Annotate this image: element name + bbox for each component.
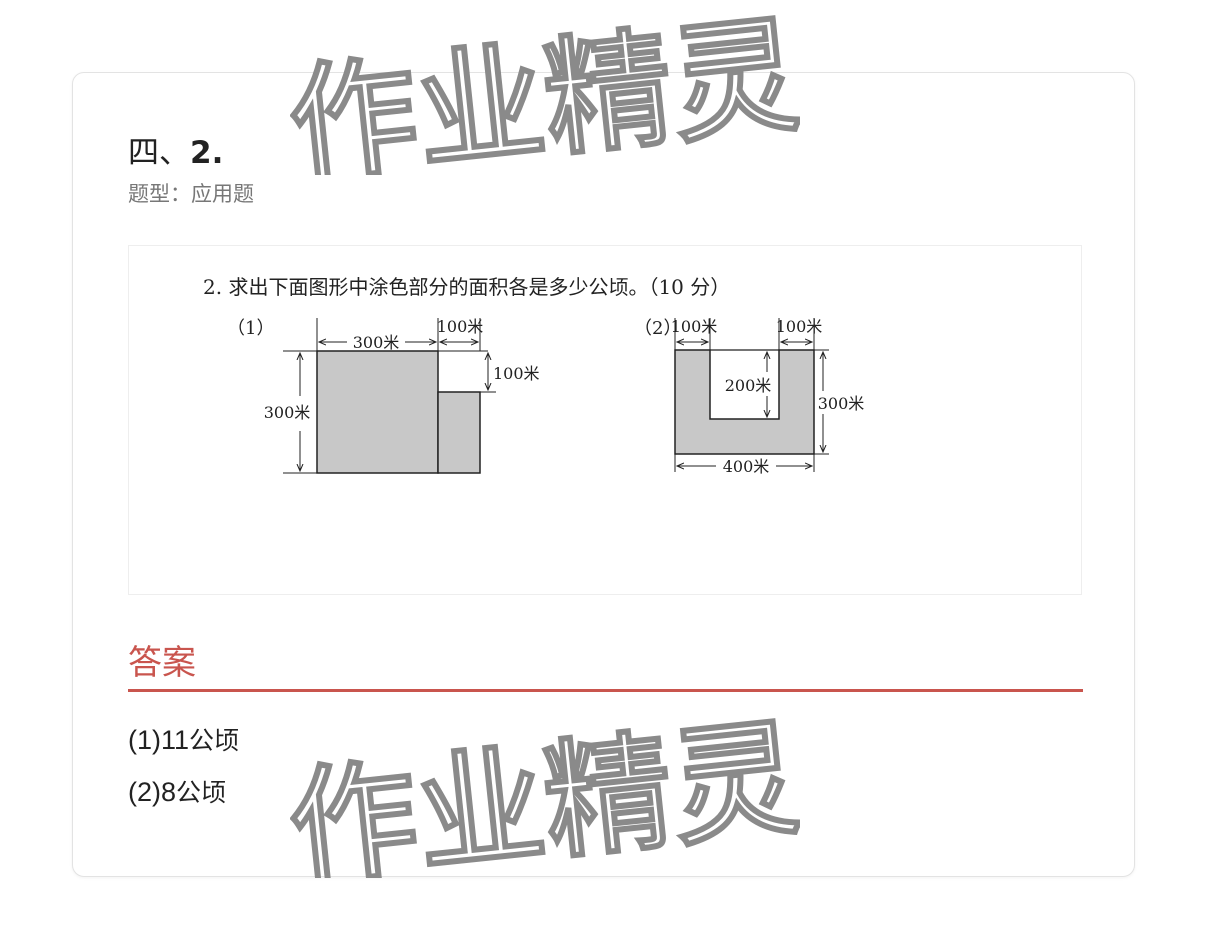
figure-2-dim-bottom: 400米 (723, 457, 770, 476)
problem-prompt: 2. 求出下面图形中涂色部分的面积各是多少公顷。（10 分） (203, 275, 730, 299)
figure-1-label: （1） (227, 318, 274, 339)
figure-1-dim-left: 300米 (264, 403, 311, 422)
problem-figure: 2. 求出下面图形中涂色部分的面积各是多少公顷。（10 分） （1） 300米 … (128, 245, 1082, 595)
answer-heading: 答案 (128, 643, 196, 683)
figure-2-dim-top-right: 100米 (776, 317, 823, 336)
answer-line-1: (1)11公顷 (128, 721, 239, 757)
answer-line-2: (2)8公顷 (128, 773, 226, 809)
figure-2: （2） 100米 100米 200米 300米 (634, 317, 864, 476)
question-type: 题型：应用题 (128, 182, 254, 206)
figure-2-dim-top-left: 100米 (671, 317, 718, 336)
figure-2-label: （2） (634, 318, 681, 339)
figure-1-dim-top-right: 100米 (437, 317, 484, 336)
figure-2-dim-inner: 200米 (725, 376, 772, 395)
question-number: 四、2. (128, 127, 223, 172)
problem-figure-svg: 2. 求出下面图形中涂色部分的面积各是多少公顷。（10 分） （1） 300米 … (203, 275, 864, 476)
figure-1-dim-top-left: 300米 (353, 333, 400, 352)
figure-1: （1） 300米 100米 100米 300米 (227, 317, 540, 474)
figure-1-dim-right: 100米 (493, 364, 540, 383)
answer-2-unit: 公顷 (176, 778, 227, 807)
answer-1-unit: 公顷 (189, 726, 240, 755)
figure-2-dim-right: 300米 (818, 394, 865, 413)
answer-1-value: (1)11 (128, 725, 190, 755)
question-index: 2. (190, 135, 224, 171)
answer-2-value: (2)8 (128, 777, 177, 807)
question-section: 四、 (128, 135, 190, 171)
question-card: 四、2. 题型：应用题 2. 求出下面图形中涂色部分的面积各是多少公顷。（10 … (72, 72, 1135, 877)
answer-divider (128, 689, 1083, 692)
